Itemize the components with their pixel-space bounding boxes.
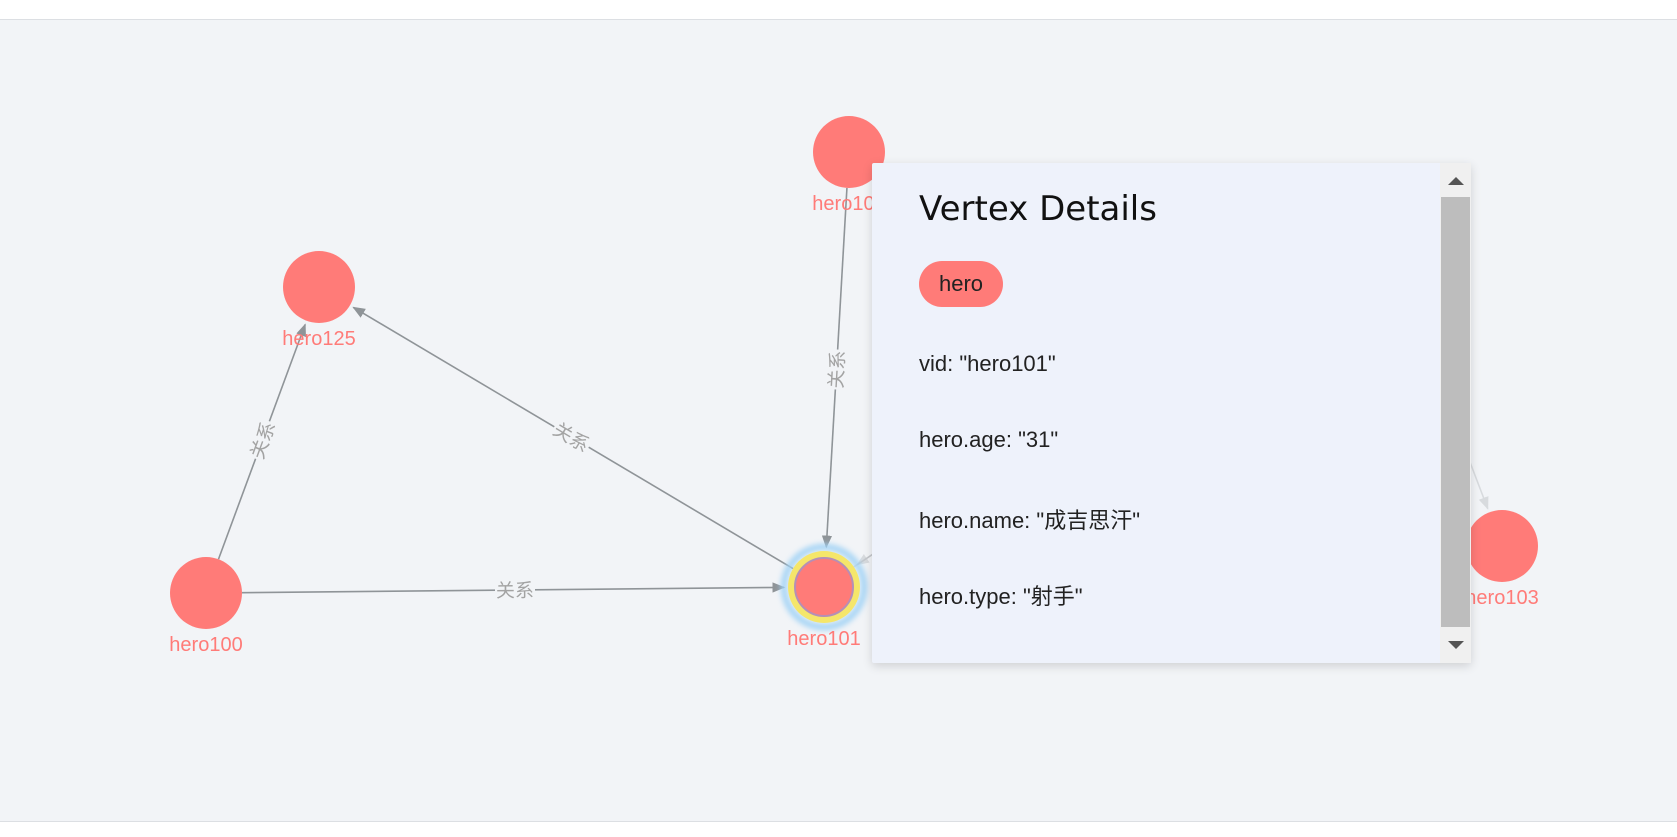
- property-hero-name: hero.name: "成吉思汗": [919, 508, 1141, 533]
- property-vid: vid: "hero101": [919, 351, 1056, 376]
- property-hero-age: hero.age: "31": [919, 427, 1059, 452]
- edge-label-background: [244, 417, 279, 463]
- bottom-bar: [0, 821, 1677, 837]
- edge-label: 关系: [825, 350, 849, 389]
- node-label-hero103: hero103: [1465, 587, 1538, 609]
- details-scrollbar[interactable]: [1440, 163, 1471, 663]
- graph-node-hero104[interactable]: [813, 116, 885, 188]
- vertex-details-title: Vertex Details: [919, 189, 1157, 229]
- node-label-hero125: hero125: [282, 328, 355, 350]
- graph-node-hero101[interactable]: [794, 557, 854, 617]
- node-label-hero104: hero104: [812, 193, 885, 215]
- graph-canvas[interactable]: 关系关系关系关系关系关系关系hero100hero101hero102hero1…: [0, 20, 1677, 821]
- edge-label-background: [494, 577, 536, 601]
- top-toolbar: [0, 0, 1677, 20]
- edge-label-background: [823, 348, 848, 391]
- graph-node-hero103[interactable]: [1466, 510, 1538, 582]
- scroll-down-button[interactable]: [1440, 629, 1471, 663]
- selected-node-glow: [781, 544, 867, 630]
- scroll-thumb[interactable]: [1441, 197, 1470, 627]
- node-label-hero101: hero101: [787, 628, 860, 650]
- vertex-details-content: Vertex Details hero vid: "hero101" hero.…: [872, 163, 1440, 663]
- graph-node-hero100[interactable]: [170, 557, 242, 629]
- edge-label: 关系: [496, 580, 534, 602]
- graph-node-hero125[interactable]: [283, 251, 355, 323]
- scroll-up-button[interactable]: [1440, 163, 1471, 197]
- arrow-up-icon: [1448, 177, 1464, 185]
- vertex-details-panel: Vertex Details hero vid: "hero101" hero.…: [872, 163, 1471, 663]
- edge-label-background: [549, 416, 595, 456]
- node-label-hero100: hero100: [169, 634, 242, 656]
- vertex-tag-badge[interactable]: hero: [919, 261, 1004, 307]
- property-hero-type: hero.type: "射手": [919, 584, 1083, 609]
- arrow-down-icon: [1448, 641, 1464, 649]
